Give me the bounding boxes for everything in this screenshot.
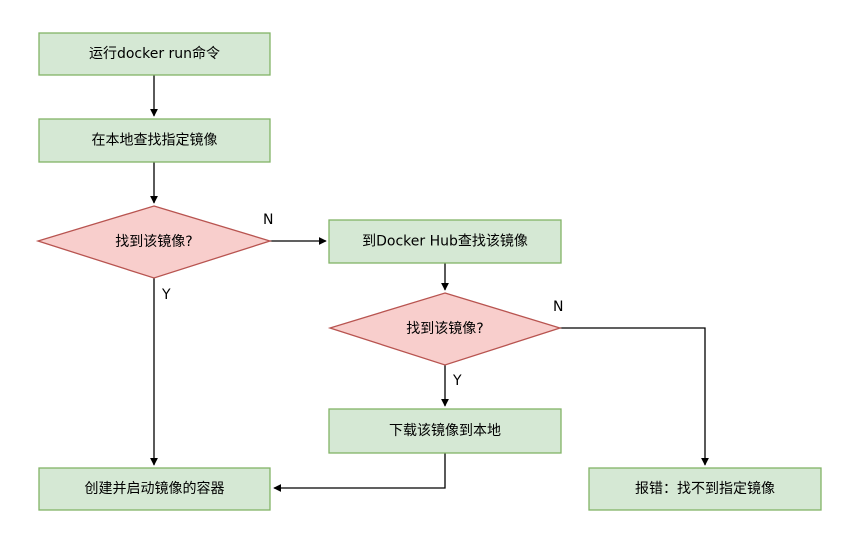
node-search-docker-hub-label: 到Docker Hub查找该镜像	[362, 234, 528, 250]
node-create-start-container: 创建并启动镜像的容器	[38, 467, 271, 511]
edges	[150, 75, 709, 492]
decision-found-local-label: 找到该镜像?	[115, 234, 192, 250]
edge-label-local-no: N	[263, 212, 273, 228]
node-create-start-container-label: 创建并启动镜像的容器	[85, 480, 225, 497]
decision-found-hub: 找到该镜像?	[327, 292, 563, 366]
edge-label-local-yes: Y	[161, 287, 171, 303]
edge-hub-decision-no-to-error	[560, 327, 709, 466]
node-download-local: 下载该镜像到本地	[328, 408, 562, 454]
node-run-docker-command-label: 运行docker run命令	[89, 45, 220, 62]
edge-label-hub-no: N	[553, 299, 563, 315]
node-download-local-label: 下载该镜像到本地	[389, 423, 501, 439]
node-error-not-found: 报错：找不到指定镜像	[588, 467, 822, 511]
node-error-not-found-label: 报错：找不到指定镜像	[635, 481, 775, 497]
node-run-docker-command: 运行docker run命令	[38, 32, 271, 76]
decision-found-local: 找到该镜像?	[35, 205, 273, 279]
decision-found-hub-label: 找到该镜像?	[406, 321, 483, 337]
edge-download-to-create	[273, 453, 446, 492]
node-search-local-label: 在本地查找指定镜像	[92, 133, 218, 149]
node-search-local: 在本地查找指定镜像	[38, 118, 271, 163]
node-search-docker-hub: 到Docker Hub查找该镜像	[328, 219, 562, 264]
edge-label-hub-yes: Y	[452, 373, 462, 389]
